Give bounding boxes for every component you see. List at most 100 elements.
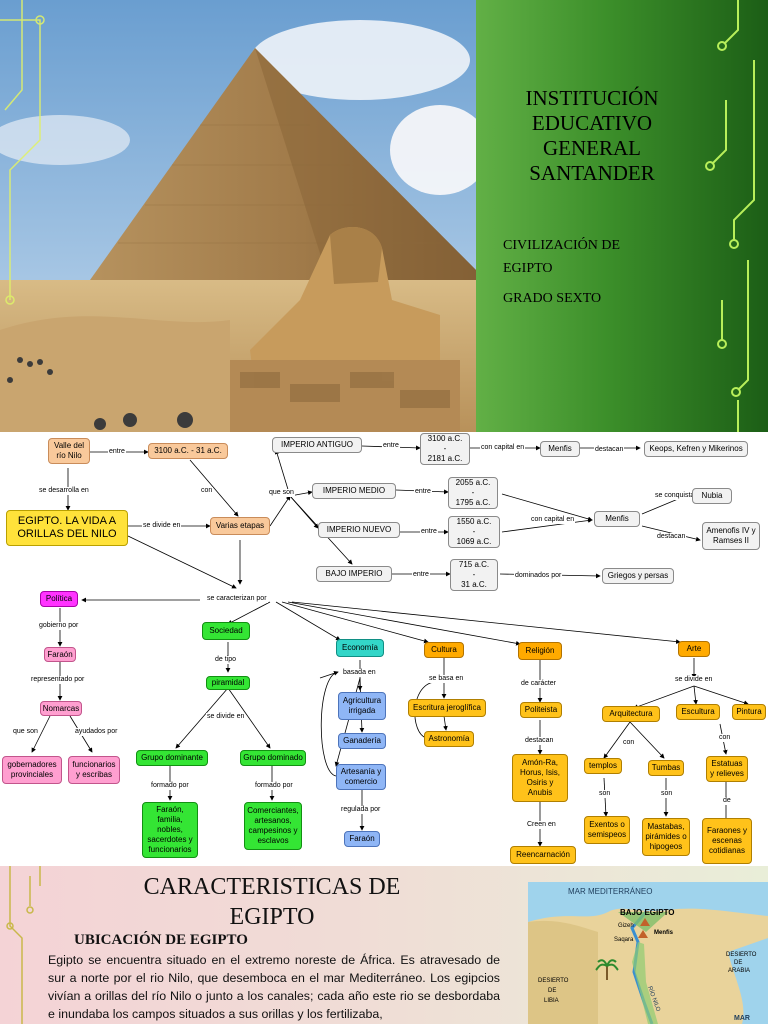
node-piramidal: piramidal <box>206 676 250 690</box>
link-label: entre <box>108 448 126 456</box>
school-title-line: INSTITUCIÓN <box>525 86 659 110</box>
node-artesania: Artesanía y comercio <box>336 764 386 790</box>
link-label: se desarrolla en <box>38 487 90 495</box>
link-label: gobierno por <box>38 622 80 630</box>
node-keops: Keops, Kefren y Mikerinos <box>644 441 748 457</box>
link-label: ayudados por <box>74 728 119 736</box>
node-date-range: 3100 a.C. - 31 a.C. <box>148 443 228 459</box>
link-label: se basa en <box>428 675 465 683</box>
node-cultura: Cultura <box>424 642 464 658</box>
link-label: Creen en <box>526 821 557 829</box>
circuit-decoration <box>705 0 755 432</box>
characteristics-slide: CARACTERISTICAS DE EGIPTO UBICACIÓN DE E… <box>0 866 768 1024</box>
node-grupo-dominante: Grupo dominante <box>136 750 208 766</box>
node-sociedad: Sociedad <box>202 622 250 640</box>
node-astronomia: Astronomía <box>424 731 474 747</box>
green-panel <box>476 0 768 432</box>
link-label: entre <box>420 528 438 536</box>
node-escritura: Escritura jeroglífica <box>408 699 486 717</box>
date-line: 1550 a.C. <box>456 517 492 526</box>
node-dates-nuevo: 1550 a.C. - 1069 a.C. <box>448 516 500 548</box>
node-nubia: Nubia <box>692 488 732 504</box>
link-label: se conquista <box>654 492 696 500</box>
node-faraon-economia: Faraón <box>344 831 380 847</box>
node-politica: Política <box>40 591 78 607</box>
subject-line: CIVILIZACIÓN DE <box>503 238 621 253</box>
node-funcionarios: funcionarios y escribas <box>68 756 120 784</box>
node-nomarcas: Nomarcas <box>40 701 82 716</box>
link-label: de <box>722 797 732 805</box>
link-label: formado por <box>150 782 190 790</box>
date-line: 2181 a.C. <box>427 454 463 463</box>
date-line: - <box>471 488 475 497</box>
date-line: 2055 a.C. <box>455 478 491 487</box>
link-label: se caracterizan por <box>206 595 268 603</box>
node-reencarnacion: Reencarnación <box>510 846 576 864</box>
section-heading: UBICACIÓN DE EGIPTO <box>74 932 248 948</box>
map-desierto-arabia-line: ARABIA <box>728 968 750 974</box>
egypt-map: MAR MEDITERRÁNEO BAJO EGIPTO Gizeh Menfi… <box>528 882 768 1024</box>
date-line: 3100 a.C. <box>427 434 463 443</box>
map-mar-label: MAR <box>734 1015 750 1022</box>
circuit-decoration <box>6 866 41 1024</box>
node-valle: Valle del río Nilo <box>48 438 90 464</box>
node-griegos: Griegos y persas <box>602 568 674 584</box>
node-faraon-familia: Faraón, familia, nobles, sacerdotes y fu… <box>142 802 198 858</box>
link-label: formado por <box>254 782 294 790</box>
node-tumbas: Tumbas <box>648 760 684 776</box>
node-imperio-medio: IMPERIO MEDIO <box>312 483 396 499</box>
link-label: son <box>660 790 674 798</box>
school-title-line: EDUCATIVO <box>531 111 653 135</box>
node-economia: Economía <box>336 639 384 657</box>
school-title-line: SANTANDER <box>529 161 655 185</box>
link-label: de tipo <box>214 656 238 664</box>
slide-title-line: CARACTERISTICAS DE <box>143 874 401 900</box>
node-estatuas: Estatuas y relieves <box>706 756 748 782</box>
node-grupo-dominado: Grupo dominado <box>240 750 306 766</box>
node-religion: Religión <box>518 642 562 660</box>
school-title-line: GENERAL <box>543 136 641 160</box>
node-imperio-antiguo: IMPERIO ANTIGUO <box>272 437 362 453</box>
slide-title: CARACTERISTICAS DE EGIPTO <box>112 872 432 932</box>
date-line: 715 a.C. <box>458 560 490 569</box>
node-menfis-antiguo: Menfis <box>540 441 580 457</box>
map-desierto-arabia-line: DESIERTO <box>726 952 757 958</box>
map-menfis-label: Menfis <box>654 930 674 936</box>
title-slide: INSTITUCIÓN EDUCATIVO GENERAL SANTANDER … <box>0 0 768 432</box>
node-exentos: Exentos o semispeos <box>584 816 630 844</box>
link-label: se divide en <box>674 676 714 684</box>
link-label: son <box>598 790 612 798</box>
link-label: entre <box>414 488 432 496</box>
pyramid-sphinx-photo <box>0 0 476 432</box>
node-comerciantes: Comerciantes, artesanos, campesinos y es… <box>244 802 302 850</box>
node-amenofis: Amenofis IV y Ramses II <box>702 522 760 550</box>
map-gizeh-label: Gizeh <box>618 923 634 929</box>
link-label: con <box>200 487 214 495</box>
palm-tree-icon <box>595 959 619 980</box>
date-line: - <box>443 444 447 453</box>
link-label: que son <box>268 489 295 497</box>
link-label: entre <box>382 442 400 450</box>
link-label: con <box>622 739 636 747</box>
link-label: entre <box>412 571 430 579</box>
link-label: con capital en <box>480 444 526 452</box>
school-title: INSTITUCIÓN EDUCATIVO GENERAL SANTANDER <box>476 86 708 186</box>
link-label: representado por <box>30 676 86 684</box>
node-templos: templos <box>584 758 622 774</box>
subject-line: EGIPTO <box>503 261 553 276</box>
node-agricultura: Agricultura irrigada <box>338 692 386 720</box>
date-line: 1069 a.C. <box>456 537 492 546</box>
map-desierto-libia-line: LIBIA <box>544 998 559 1004</box>
link-label: destacan <box>594 446 625 454</box>
map-sea-label: MAR MEDITERRÁNEO <box>568 887 652 896</box>
date-line: 1795 a.C. <box>455 498 491 507</box>
map-desierto-libia-line: DE <box>548 988 556 994</box>
link-label: basada en <box>342 669 377 677</box>
node-arte: Arte <box>678 641 710 657</box>
node-mastabas: Mastabas, pirámides o hipogeos <box>642 818 690 856</box>
link-label: destacan <box>524 737 555 745</box>
link-label: con capital en <box>530 516 576 524</box>
date-line: 31 a.C. <box>461 580 487 589</box>
node-pintura: Pintura <box>732 704 766 720</box>
pyramid-icon <box>638 930 648 938</box>
